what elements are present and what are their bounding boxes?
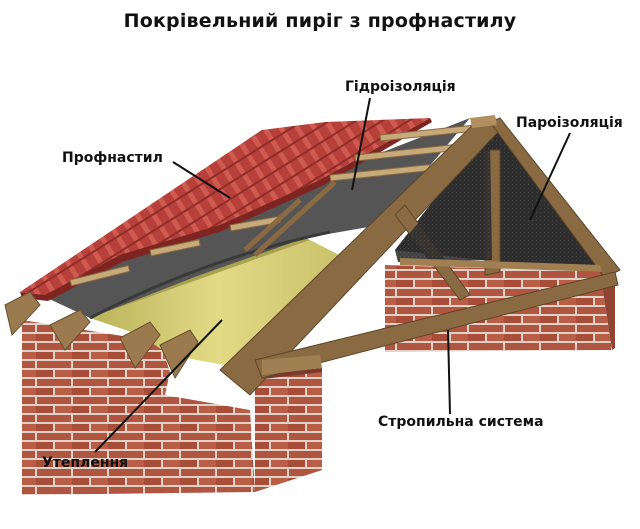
- label-utepliennia: Утеплення: [42, 455, 129, 471]
- wall-plate: [262, 258, 602, 375]
- front-truss: [219, 117, 621, 396]
- diagram-title: Покрівельний пиріг з профнастилу: [123, 10, 517, 32]
- label-profnastyl: Профнастил: [62, 150, 163, 166]
- label-stropylna-systema: Стропильна система: [378, 414, 544, 430]
- leader-lines: [94, 97, 571, 453]
- counter-battens: [243, 180, 337, 257]
- ridge-board: [470, 115, 497, 128]
- label-paroizoliatsiia: Пароізоляція: [516, 115, 623, 131]
- rafters: [4, 291, 199, 380]
- label-hidroizoliatsiia: Гідроізоляція: [345, 79, 456, 95]
- roof-sheet: [20, 118, 430, 295]
